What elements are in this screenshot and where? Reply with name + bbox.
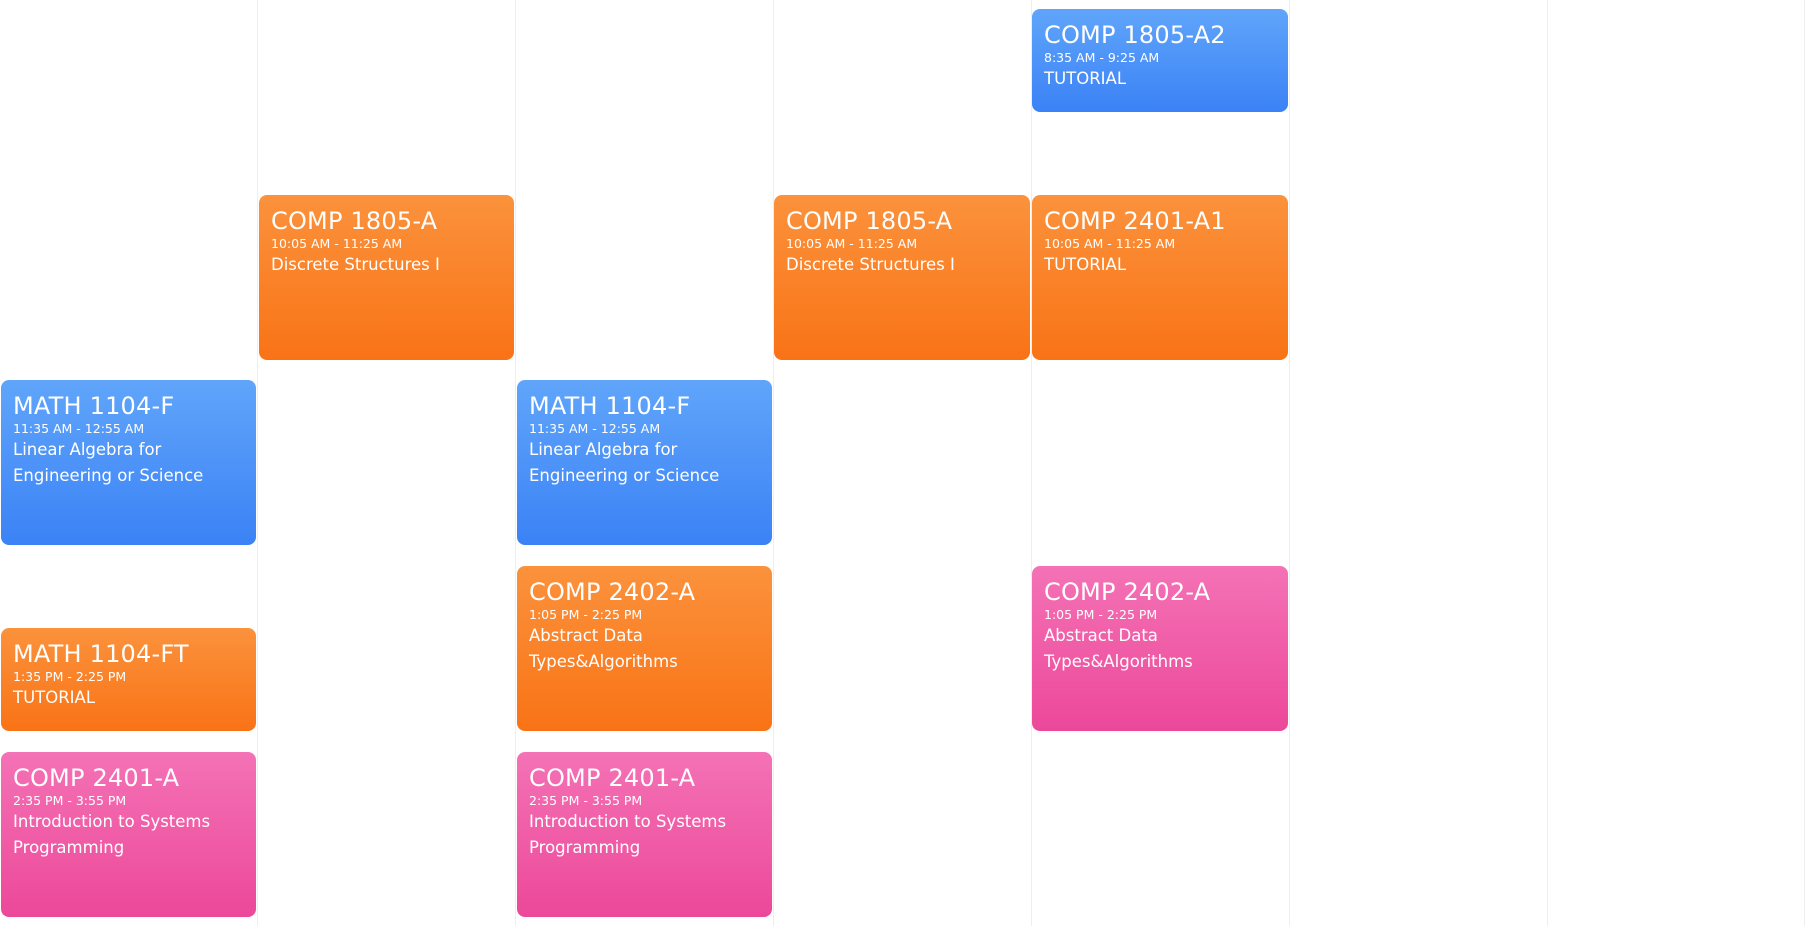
event-code: MATH 1104-FT bbox=[13, 640, 189, 668]
event-description: Introduction to Systems Programming bbox=[529, 812, 727, 857]
event-time: 1:05 PM - 2:25 PM bbox=[529, 607, 643, 622]
event-description: Abstract Data Types&Algorithms bbox=[1044, 626, 1193, 671]
event-description: Abstract Data Types&Algorithms bbox=[529, 626, 678, 671]
event-code: COMP 1805-A2 bbox=[1044, 21, 1226, 49]
event-time: 1:05 PM - 2:25 PM bbox=[1044, 607, 1158, 622]
event-math1104-ft[interactable]: MATH 1104-FT 1:35 PM - 2:25 PM TUTORIAL bbox=[1, 628, 256, 731]
event-description: Linear Algebra for Engineering or Scienc… bbox=[13, 440, 204, 485]
event-comp2402-a[interactable]: COMP 2402-A 1:05 PM - 2:25 PM Abstract D… bbox=[1032, 566, 1288, 731]
event-description: TUTORIAL bbox=[1044, 255, 1127, 274]
event-time: 1:35 PM - 2:25 PM bbox=[13, 669, 127, 684]
event-time: 10:05 AM - 11:25 AM bbox=[1044, 236, 1176, 251]
event-code: MATH 1104-F bbox=[13, 392, 175, 420]
event-code: COMP 1805-A bbox=[271, 207, 438, 235]
event-code: COMP 2401-A1 bbox=[1044, 207, 1226, 235]
day-column-4 bbox=[774, 0, 1032, 926]
day-column-3 bbox=[516, 0, 774, 926]
event-description: Linear Algebra for Engineering or Scienc… bbox=[529, 440, 720, 485]
event-time: 11:35 AM - 12:55 AM bbox=[529, 421, 661, 436]
event-code: COMP 2402-A bbox=[529, 578, 696, 606]
event-time: 10:05 AM - 11:25 AM bbox=[271, 236, 403, 251]
event-math1104-f[interactable]: MATH 1104-F 11:35 AM - 12:55 AM Linear A… bbox=[1, 380, 256, 545]
event-comp1805-a2[interactable]: COMP 1805-A2 8:35 AM - 9:25 AM TUTORIAL bbox=[1032, 9, 1288, 112]
day-column-1 bbox=[0, 0, 258, 926]
event-math1104-f[interactable]: MATH 1104-F 11:35 AM - 12:55 AM Linear A… bbox=[517, 380, 772, 545]
event-time: 10:05 AM - 11:25 AM bbox=[786, 236, 918, 251]
day-column-5 bbox=[1032, 0, 1290, 926]
event-comp2401-a1[interactable]: COMP 2401-A1 10:05 AM - 11:25 AM TUTORIA… bbox=[1032, 195, 1288, 360]
event-comp1805-a[interactable]: COMP 1805-A 10:05 AM - 11:25 AM Discrete… bbox=[774, 195, 1030, 360]
event-description: Introduction to Systems Programming bbox=[13, 812, 211, 857]
event-description: Discrete Structures I bbox=[271, 255, 440, 274]
event-time: 2:35 PM - 3:55 PM bbox=[529, 793, 643, 808]
day-column-7 bbox=[1548, 0, 1805, 926]
event-time: 8:35 AM - 9:25 AM bbox=[1044, 50, 1160, 65]
event-code: COMP 1805-A bbox=[786, 207, 953, 235]
event-comp2402-a[interactable]: COMP 2402-A 1:05 PM - 2:25 PM Abstract D… bbox=[517, 566, 772, 731]
event-description: Discrete Structures I bbox=[786, 255, 955, 274]
event-description: TUTORIAL bbox=[1044, 69, 1127, 88]
day-column-6 bbox=[1290, 0, 1548, 926]
event-code: COMP 2401-A bbox=[13, 764, 180, 792]
event-comp2401-a[interactable]: COMP 2401-A 2:35 PM - 3:55 PM Introducti… bbox=[1, 752, 256, 917]
event-code: COMP 2401-A bbox=[529, 764, 696, 792]
event-code: MATH 1104-F bbox=[529, 392, 691, 420]
event-comp2401-a[interactable]: COMP 2401-A 2:35 PM - 3:55 PM Introducti… bbox=[517, 752, 772, 917]
event-time: 2:35 PM - 3:55 PM bbox=[13, 793, 127, 808]
event-time: 11:35 AM - 12:55 AM bbox=[13, 421, 145, 436]
day-column-2 bbox=[258, 0, 516, 926]
event-comp1805-a[interactable]: COMP 1805-A 10:05 AM - 11:25 AM Discrete… bbox=[259, 195, 514, 360]
event-code: COMP 2402-A bbox=[1044, 578, 1211, 606]
event-description: TUTORIAL bbox=[13, 688, 96, 707]
